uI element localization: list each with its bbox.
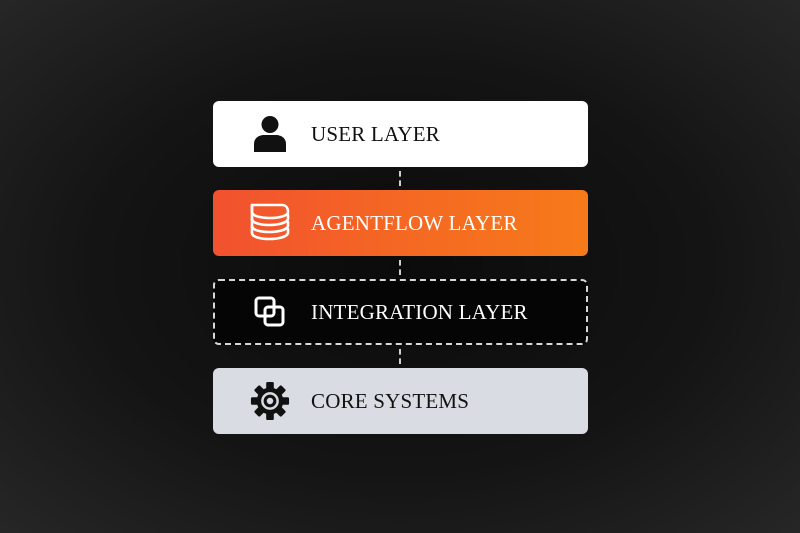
user-layer-label: USER LAYER — [311, 122, 440, 146]
agentflow-layer-box: AGENTFLOW LAYER — [213, 190, 588, 256]
agentflow-layer-label: AGENTFLOW LAYER — [311, 211, 518, 235]
connector-line — [213, 345, 588, 368]
user-layer-box: USER LAYER — [213, 101, 588, 167]
architecture-stack: USER LAYER AGENTFLOW LAYER INTEGRATION L… — [213, 101, 588, 434]
core-systems-box: CORE SYSTEMS — [213, 368, 588, 434]
integration-layer-box: INTEGRATION LAYER — [213, 279, 588, 345]
connector-line — [213, 256, 588, 279]
core-systems-label: CORE SYSTEMS — [311, 389, 470, 413]
overlapping-squares-icon — [250, 292, 290, 332]
user-icon — [250, 114, 290, 154]
integration-layer-label: INTEGRATION LAYER — [311, 300, 528, 324]
stacked-layers-icon — [246, 199, 294, 247]
gear-icon — [250, 381, 290, 421]
connector-line — [213, 167, 588, 190]
